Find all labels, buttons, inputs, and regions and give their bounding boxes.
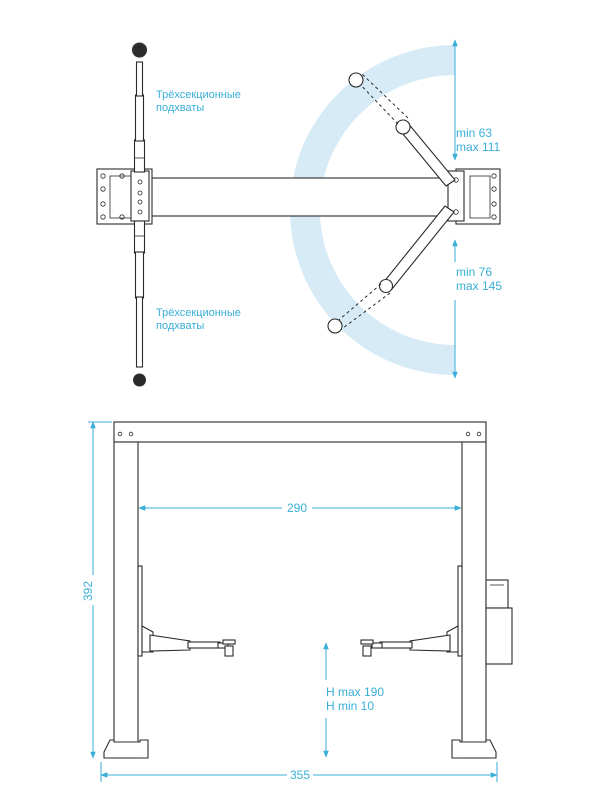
front-view: 290 392 H max 190 H min 10 355 (81, 421, 513, 782)
total-height-label: 392 (81, 581, 95, 601)
right-base (451, 739, 497, 759)
left-lift-arm (137, 565, 236, 657)
lift-height-label: H max 190 H min 10 (326, 685, 387, 713)
crossbeam (137, 177, 457, 217)
left-arm-lower (133, 220, 146, 387)
left-base (103, 739, 149, 759)
left-column (113, 441, 139, 759)
left-arm-upper (131, 42, 148, 173)
total-width-label: 355 (290, 768, 310, 782)
arm-label-bottom: Трёхсекционные подхваты (156, 307, 244, 332)
arm-label-top: Трёхсекционные подхваты (156, 89, 244, 114)
lower-reach-label: min 76 max 145 (456, 265, 502, 293)
top-view: Трёхсекционные подхваты Трёхсекционные п… (96, 39, 502, 387)
arm-pad-icon (133, 43, 146, 57)
right-arm-lower (327, 205, 455, 334)
arm-pad-icon (133, 373, 146, 387)
left-carriage (130, 170, 150, 222)
right-column (461, 441, 487, 759)
right-lift-arm (360, 565, 463, 657)
inner-width-label: 290 (287, 501, 307, 515)
total-height-dimension (88, 421, 112, 759)
arm-swing-area (290, 45, 455, 375)
upper-reach-label: min 63 max 111 (456, 126, 501, 154)
total-width-dimension (100, 762, 498, 782)
right-arm-upper (348, 72, 456, 187)
right-carriage (447, 170, 465, 222)
top-beam (113, 421, 487, 443)
motor-unit (485, 579, 513, 665)
